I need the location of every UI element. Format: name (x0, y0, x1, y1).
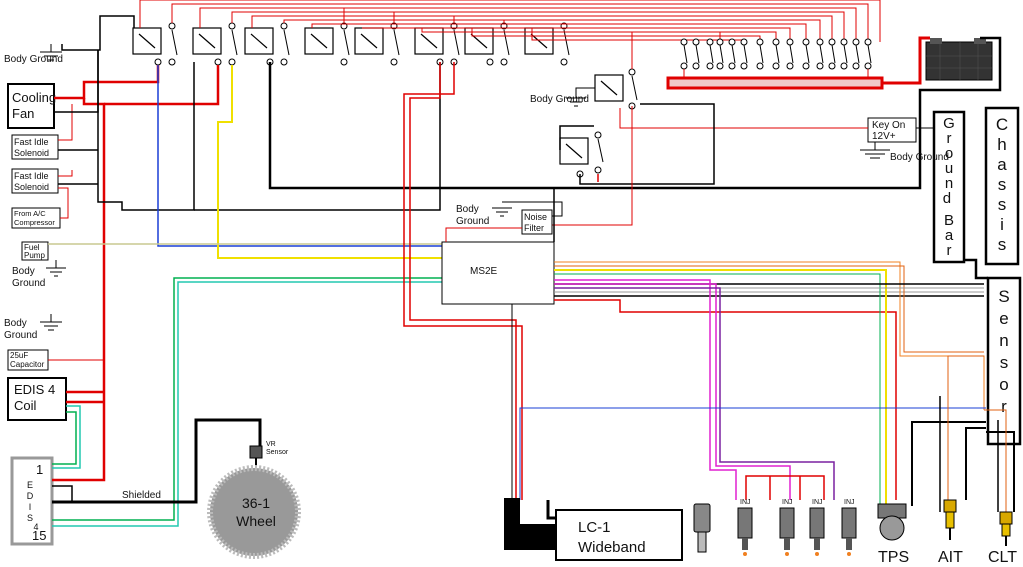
lc1-box (555, 509, 683, 561)
shielded-label: Shielded (122, 490, 161, 501)
fuel-pump-box (21, 241, 49, 261)
clt-label: CLT (988, 549, 1017, 566)
edis-coil-box (7, 377, 67, 421)
inj-label-4: INJ (844, 499, 855, 506)
ms2e-box (441, 241, 555, 305)
relay-9 (594, 74, 624, 102)
inj-label-1: INJ (740, 499, 751, 506)
inj-label-2: INJ (782, 499, 793, 506)
battery-positive-wire (882, 36, 930, 85)
fuse-bus-bar (666, 76, 884, 90)
body-ground-relay-icon (566, 87, 595, 107)
relay-10 (559, 137, 589, 165)
ground-bar-box (932, 110, 966, 264)
injector-4 (841, 507, 857, 556)
body-ground-top-icon (40, 44, 62, 61)
sensor-ground-box (986, 276, 1022, 446)
relay-2 (192, 27, 222, 55)
injector-1 (737, 507, 753, 556)
body-ground-cap-icon (40, 314, 62, 331)
injector-2 (779, 507, 795, 556)
fuse-links (683, 44, 872, 64)
relay-power-wires (139, 0, 881, 69)
blue-signal-wire (157, 65, 442, 247)
body-ground-ms-icon (492, 201, 563, 217)
relay-bank (132, 27, 624, 165)
green-signal-wire (52, 277, 442, 521)
body-ground-top-label: Body Ground (4, 54, 63, 65)
chassis-box (984, 106, 1020, 266)
o2-sensor-icon (693, 503, 711, 553)
ms2e-label: MS2E (470, 266, 498, 277)
body-ground-fuel-icon (46, 260, 66, 277)
relay-5 (354, 27, 384, 55)
injectors (737, 507, 857, 556)
trigger-wheel (207, 465, 301, 559)
battery-icon (925, 38, 993, 81)
body-ground-relay-label: Body Ground (530, 94, 589, 105)
cooling-fan-box (7, 83, 55, 129)
injector-3 (809, 507, 825, 556)
clt-icon (999, 511, 1013, 546)
body-ground-key-icon (860, 142, 890, 159)
left-ground-wires (54, 15, 441, 211)
key-on-wire (619, 108, 868, 129)
teal-signal-wire (52, 281, 442, 527)
relay-4 (304, 27, 334, 55)
key-on-box (867, 117, 917, 143)
edis-pin-1: 1 (36, 462, 43, 477)
fast-idle-1-box (11, 134, 59, 160)
noise-filter-box (521, 209, 553, 235)
edis-pin-15: 15 (32, 528, 46, 543)
ait-icon (943, 499, 957, 540)
fuse-connectors (680, 38, 872, 70)
shielded-cable (52, 418, 262, 504)
body-ground-key-label: Body Ground (890, 152, 949, 163)
fast-idle-2-box (11, 168, 59, 194)
left-power-wires (52, 65, 220, 482)
tps-label: TPS (878, 549, 909, 566)
ait-label: AIT (938, 549, 963, 566)
battery-negative-wire (268, 36, 1002, 190)
inj-label-3: INJ (812, 499, 823, 506)
relay-3 (244, 27, 274, 55)
relay-1 (132, 27, 162, 55)
yellow-signal-wire (217, 65, 442, 259)
vr-sensor-icon (249, 445, 263, 466)
tps-icon (877, 503, 907, 541)
